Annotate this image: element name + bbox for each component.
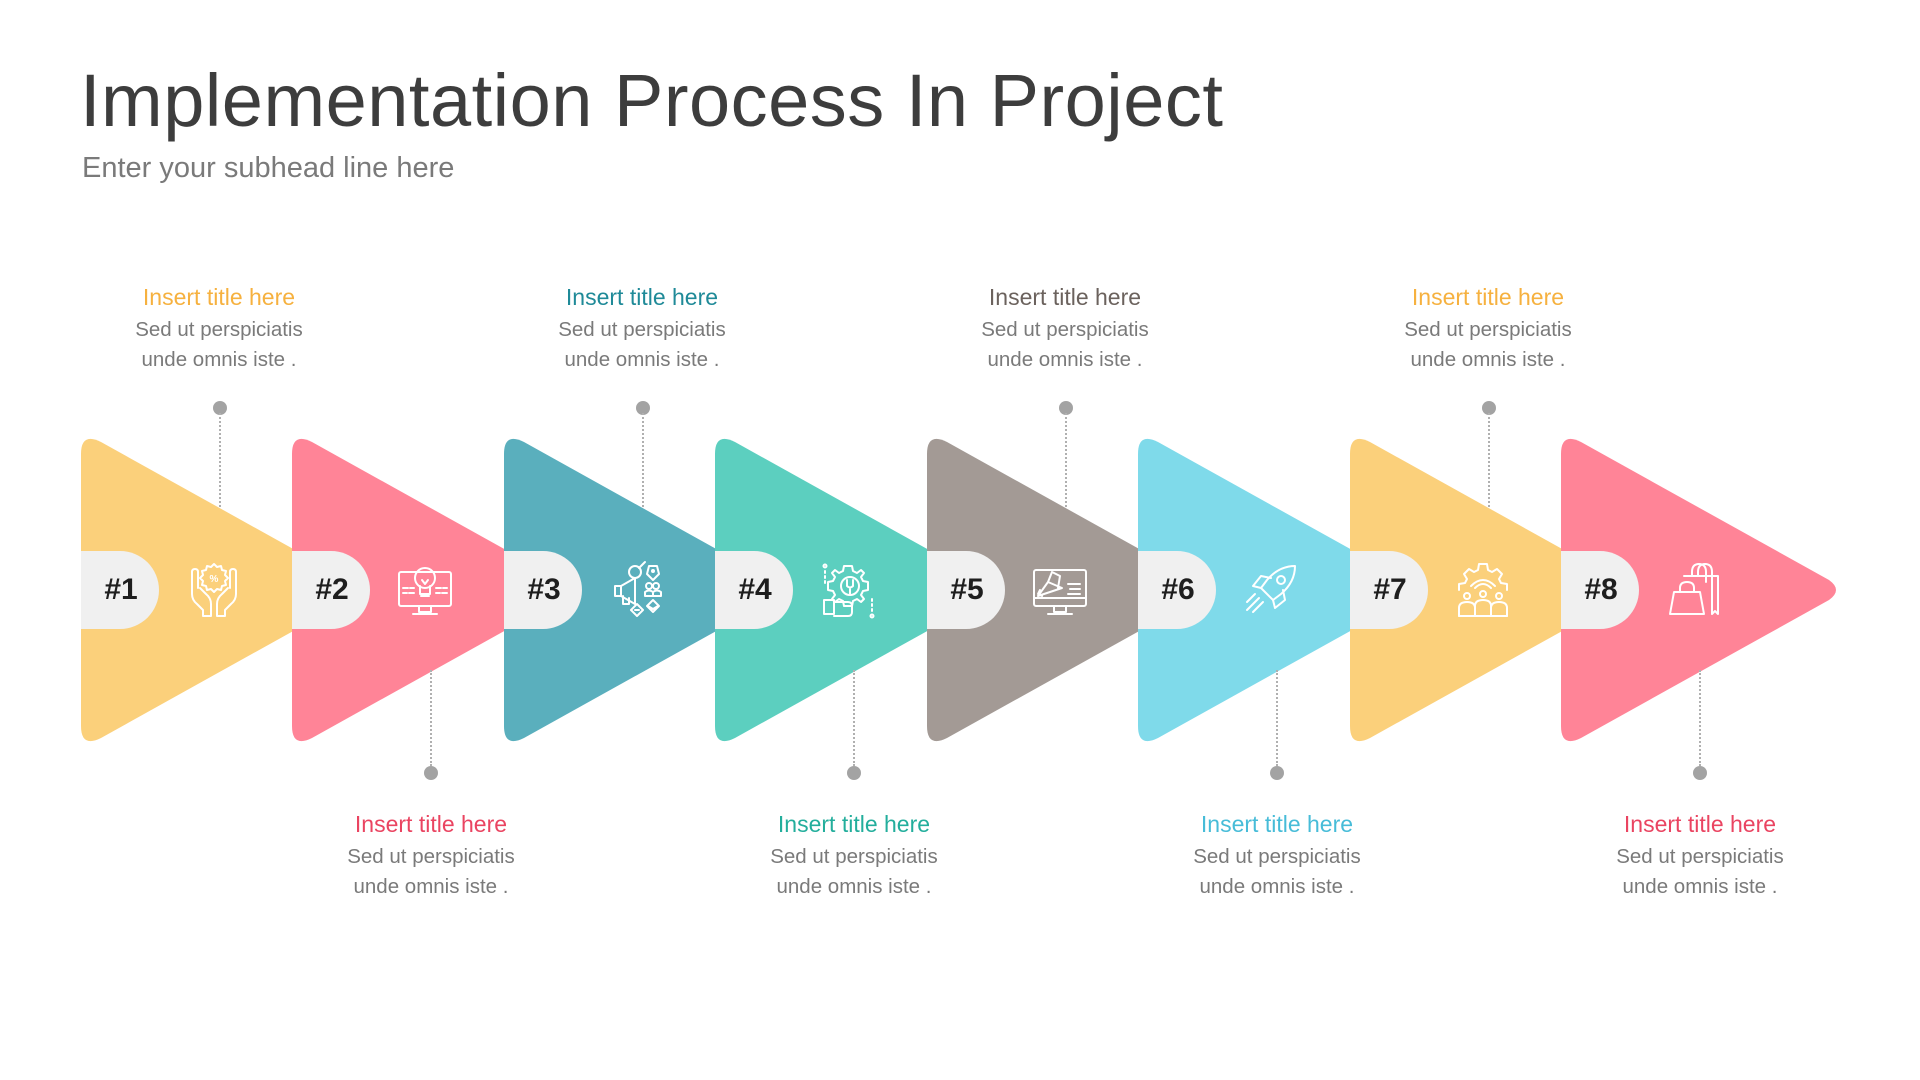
step-5-title: Insert title here [988, 284, 1142, 310]
connector-dot [424, 766, 438, 780]
hands-percent-icon: % [184, 560, 244, 620]
step-6-connector [1270, 670, 1284, 780]
step-8-connector [1693, 670, 1707, 780]
step-6-number-badge: #6 [1138, 551, 1216, 629]
connector-dot [636, 401, 650, 415]
step-3-number-badge: #3 [504, 551, 582, 629]
step-8-number-badge: #8 [1561, 551, 1639, 629]
step-1-label: Insert title here Sed ut perspiciatis un… [89, 283, 349, 375]
step-1-number: #1 [104, 573, 138, 606]
connector-line [1488, 413, 1490, 511]
rocket-icon [1241, 560, 1301, 620]
step-7-label: Insert title here Sed ut perspiciatis un… [1358, 283, 1618, 375]
connector-dot [1059, 401, 1073, 415]
step-5-connector [1059, 401, 1073, 511]
step-5-triangle [927, 438, 1202, 742]
step-6-number: #6 [1161, 573, 1195, 606]
step-7-desc-line1: Sed ut perspiciatis [1404, 318, 1572, 341]
step-8-label: Insert title here Sed ut perspiciatis un… [1570, 810, 1830, 902]
step-4-desc-line2: unde omnis iste . [776, 875, 932, 898]
step-2[interactable]: #2 [292, 432, 569, 748]
step-2-label: Insert title here Sed ut perspiciatis un… [301, 810, 561, 902]
page-title: Implementation Process In Project [80, 59, 1224, 142]
step-2-number-badge: #2 [292, 551, 370, 629]
step-7-connector [1482, 401, 1496, 511]
step-1-title: Insert title here [142, 284, 296, 310]
connector-dot [213, 401, 227, 415]
gear-team-icon [1453, 560, 1513, 620]
connector-line [642, 413, 644, 511]
connector-line [1276, 670, 1278, 766]
step-3-title: Insert title here [565, 284, 719, 310]
page-subtitle: Enter your subhead line here [82, 152, 455, 184]
step-8-desc-line2: unde omnis iste . [1622, 875, 1778, 898]
step-6-triangle [1138, 438, 1413, 742]
step-4-connector [847, 670, 861, 780]
step-7-number: #7 [1373, 573, 1407, 606]
megaphone-marketing-icon [607, 560, 667, 620]
step-7-triangle [1350, 438, 1625, 742]
step-2-desc-line2: unde omnis iste . [353, 875, 509, 898]
step-2-title: Insert title here [354, 811, 508, 837]
step-4-label: Insert title here Sed ut perspiciatis un… [724, 810, 984, 902]
connector-dot [847, 766, 861, 780]
gear-wrench-hand-icon [818, 560, 878, 620]
step-5-desc-line2: unde omnis iste . [987, 348, 1143, 371]
step-5-number-badge: #5 [927, 551, 1005, 629]
step-4-triangle [715, 438, 990, 742]
step-1-connector [213, 401, 227, 511]
step-6-desc-line2: unde omnis iste . [1199, 875, 1355, 898]
step-8-number: #8 [1584, 573, 1618, 606]
step-3-number: #3 [527, 573, 561, 606]
step-1-desc-line2: unde omnis iste . [141, 348, 297, 371]
step-7-desc-line2: unde omnis iste . [1410, 348, 1566, 371]
connector-line [1699, 670, 1701, 766]
connector-line [853, 670, 855, 766]
step-8-desc-line1: Sed ut perspiciatis [1616, 845, 1784, 868]
connector-dot [1270, 766, 1284, 780]
connector-line [219, 413, 221, 511]
step-5-number: #5 [950, 573, 984, 606]
step-4[interactable]: #4 [715, 432, 992, 748]
step-4-number: #4 [738, 573, 772, 606]
step-8-title: Insert title here [1623, 811, 1777, 837]
step-3-desc-line2: unde omnis iste . [564, 348, 720, 371]
step-5-desc-line1: Sed ut perspiciatis [981, 318, 1149, 341]
step-3-triangle [504, 438, 779, 742]
step-5[interactable]: #5 [927, 432, 1204, 748]
step-8[interactable]: #8 [1561, 432, 1838, 748]
step-1-number-badge: #1 [81, 551, 159, 629]
step-2-desc-line1: Sed ut perspiciatis [347, 845, 515, 868]
monitor-megaphone-icon [1030, 560, 1090, 620]
step-2-number: #2 [315, 573, 349, 606]
step-3-label: Insert title here Sed ut perspiciatis un… [512, 283, 772, 375]
step-4-desc-line1: Sed ut perspiciatis [770, 845, 938, 868]
step-6-label: Insert title here Sed ut perspiciatis un… [1147, 810, 1407, 902]
step-5-label: Insert title here Sed ut perspiciatis un… [935, 283, 1195, 375]
shopping-bags-icon [1664, 560, 1724, 620]
step-7[interactable]: #7 [1350, 432, 1627, 748]
step-3[interactable]: #3 [504, 432, 781, 748]
svg-text:%: % [210, 574, 219, 585]
step-7-title: Insert title here [1411, 284, 1565, 310]
step-6[interactable]: #6 [1138, 432, 1415, 748]
step-1[interactable]: #1 % [81, 432, 358, 748]
step-6-title: Insert title here [1200, 811, 1354, 837]
step-1-desc-line1: Sed ut perspiciatis [135, 318, 303, 341]
step-4-title: Insert title here [777, 811, 931, 837]
step-3-connector [636, 401, 650, 511]
step-2-connector [424, 670, 438, 780]
connector-line [430, 670, 432, 766]
step-8-triangle [1561, 438, 1836, 742]
connector-dot [1482, 401, 1496, 415]
connector-line [1065, 413, 1067, 511]
connector-dot [1693, 766, 1707, 780]
step-3-desc-line1: Sed ut perspiciatis [558, 318, 726, 341]
step-6-desc-line1: Sed ut perspiciatis [1193, 845, 1361, 868]
step-7-number-badge: #7 [1350, 551, 1428, 629]
step-4-number-badge: #4 [715, 551, 793, 629]
monitor-lightbulb-icon [395, 560, 455, 620]
